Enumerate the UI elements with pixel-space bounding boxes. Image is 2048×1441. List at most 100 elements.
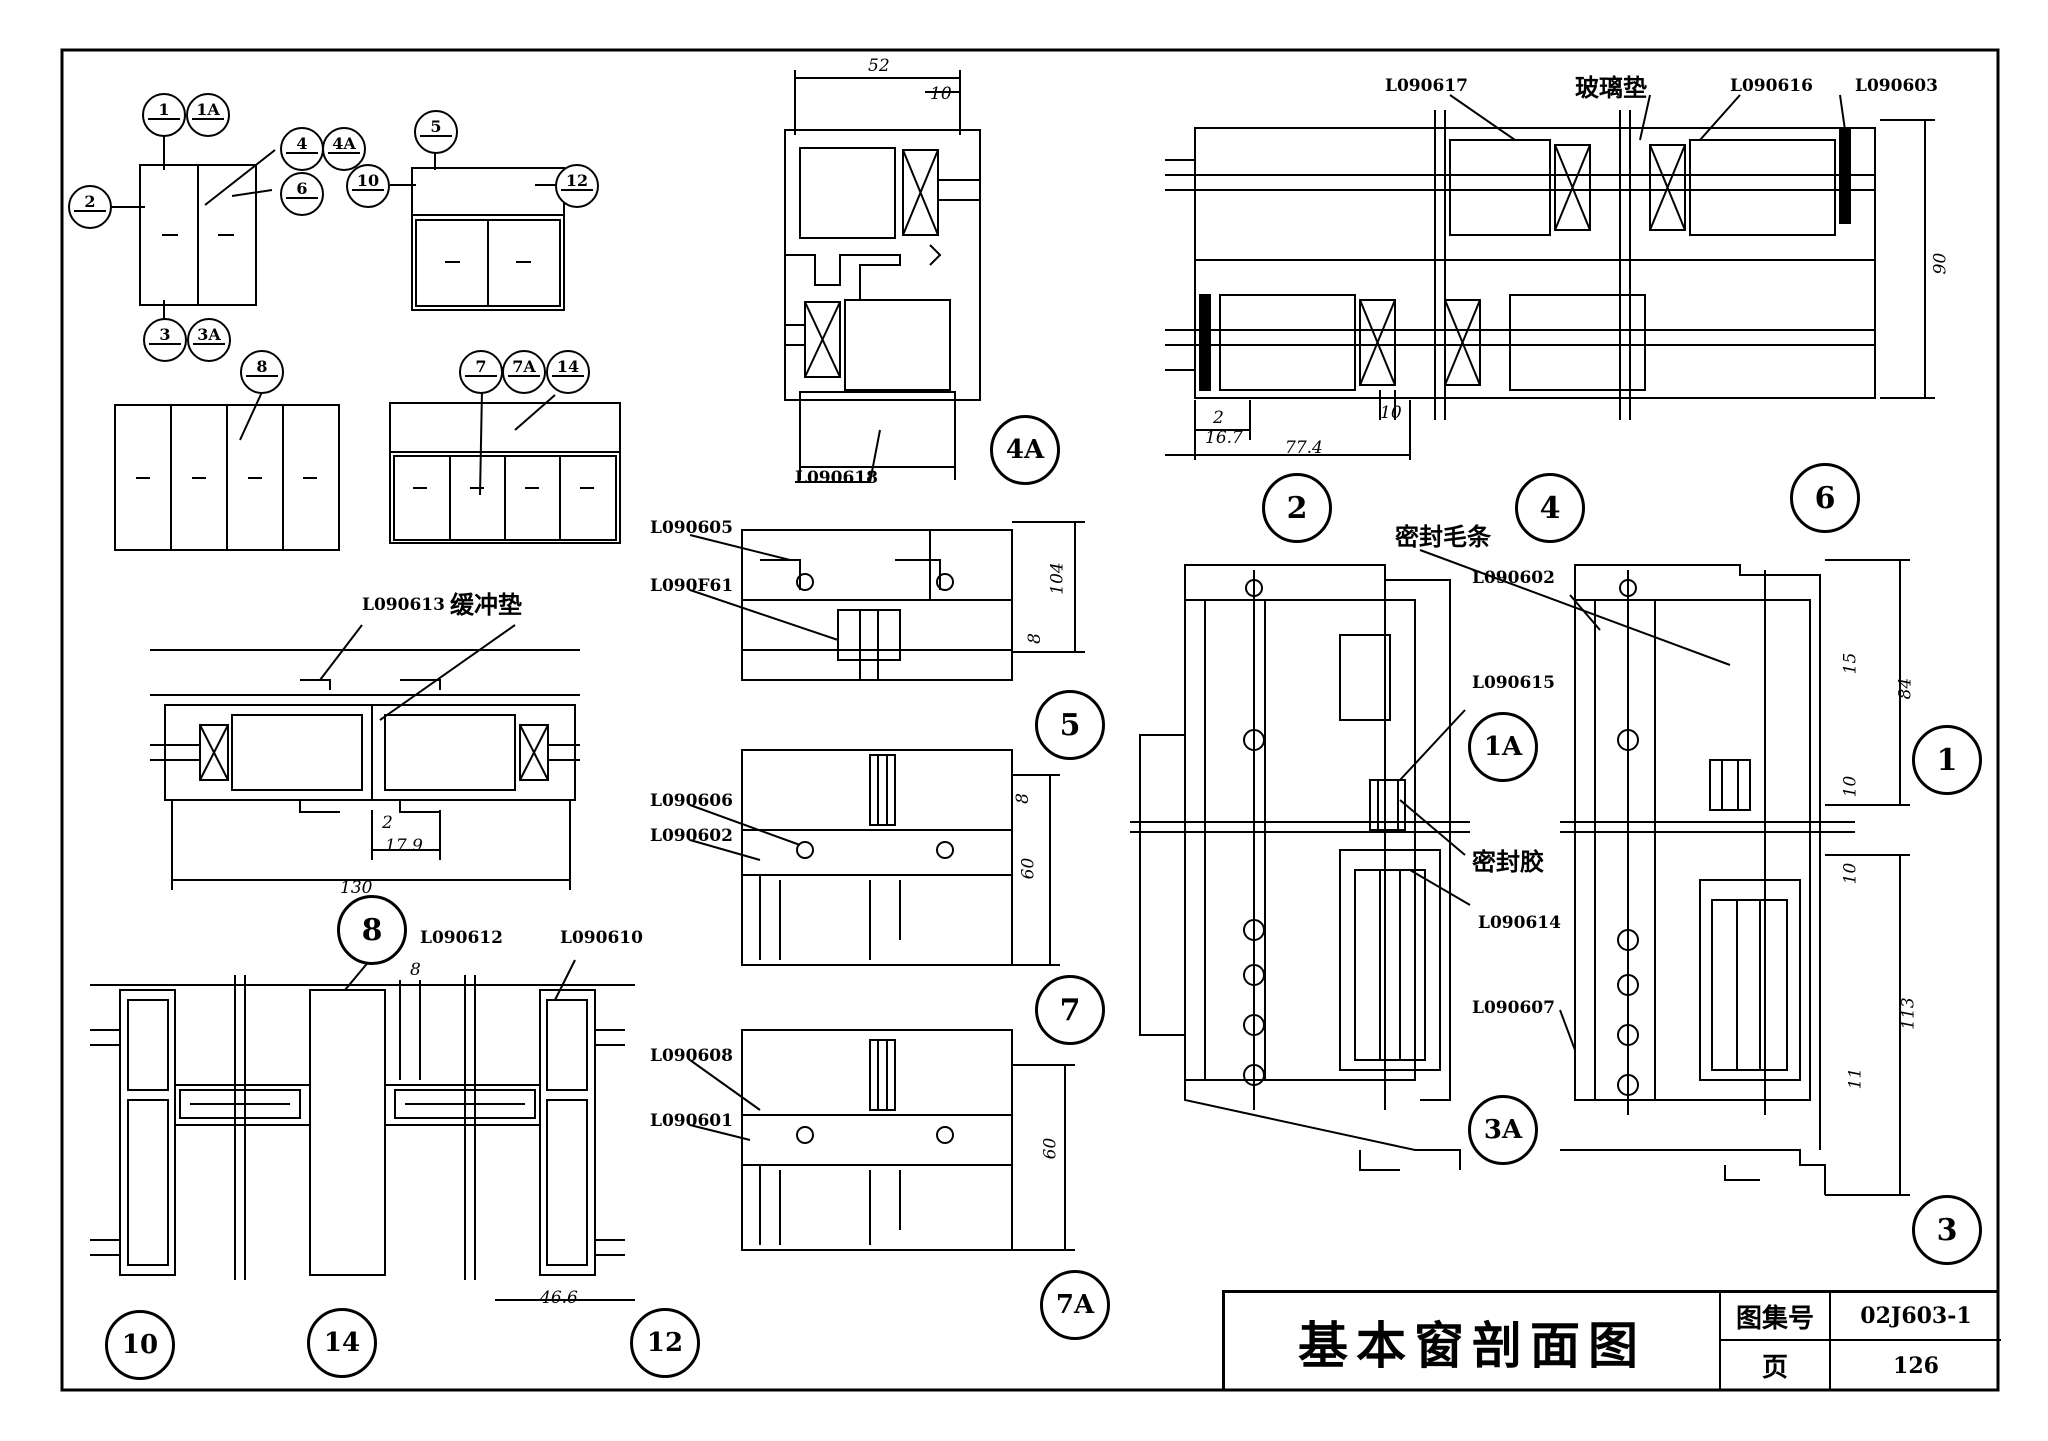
section-5-drawing [689,521,1085,681]
section-label-6: 6 [1790,463,1860,533]
section-label-8: 8 [337,895,407,965]
page-label: 页 [1719,1341,1829,1390]
section-7A-drawing [689,1029,1075,1251]
dim-8-c: 8 [410,960,421,980]
dim-84: 84 [1895,677,1916,700]
part-label-L090F61: L090F61 [650,576,734,596]
part-label-L090614: L090614 [1478,913,1561,933]
dim-60: 60 [1018,857,1039,880]
section-7-drawing [689,749,1060,966]
dim-52: 52 [868,56,890,76]
key-marker-2: 2 [68,185,112,229]
dim-77-4: 77.4 [1285,438,1323,458]
note-sealant: 密封胶 [1472,848,1544,876]
atlas-number-value: 02J603-1 [1829,1293,2001,1341]
part-label-L090613: L090613 [362,595,445,615]
section-label-5: 5 [1035,690,1105,760]
key-marker-2-text: 2 [84,191,96,211]
key-marker-8-text: 8 [256,356,268,376]
section-label-3: 3 [1912,1195,1982,1265]
part-label-L090606: L090606 [650,791,733,811]
dim-8-a: 8 [1024,633,1045,644]
dim-46-6: 46.6 [540,1288,578,1308]
dim-104: 104 [1047,562,1068,595]
section-1A-3A-drawing [1130,564,1471,1171]
key-marker-5: 5 [414,110,458,154]
key-marker-1A: 1A [186,93,230,137]
sheet-title: 基本窗剖面图 [1298,1316,1646,1375]
key-marker-7-text: 7 [475,356,487,376]
section-label-3A: 3A [1468,1095,1538,1165]
section-label-1A: 1A [1468,712,1538,782]
section-label-7A: 7A [1040,1270,1110,1340]
atlas-number-label: 图集号 [1719,1293,1829,1341]
key-marker-3A: 3A [187,318,231,362]
dim-60-b: 60 [1040,1137,1061,1160]
key-marker-14-text: 14 [556,356,580,376]
key-plan-elevations [108,135,621,551]
dim-16-7: 16.7 [1205,428,1243,448]
section-1-3-drawing [1419,549,1910,1196]
section-10-14-12-drawing [90,959,635,1301]
key-marker-8: 8 [240,350,284,394]
key-marker-12-text: 12 [565,170,589,190]
key-marker-7A: 7A [502,350,546,394]
dim-15: 15 [1840,652,1861,675]
section-label-14: 14 [307,1308,377,1378]
section-label-7: 7 [1035,975,1105,1045]
key-marker-10-text: 10 [356,170,380,190]
key-marker-6-text: 6 [296,178,308,198]
dim-11: 11 [1845,1067,1866,1090]
part-label-L090618: L090618 [795,468,878,488]
key-marker-3-text: 3 [159,324,171,344]
section-label-4: 4 [1515,473,1585,543]
key-marker-1-text: 1 [158,99,170,119]
part-label-L090612: L090612 [420,928,503,948]
key-marker-4A: 4A [322,127,366,171]
sheet-border [60,48,2000,1392]
key-marker-3: 3 [143,318,187,362]
title-block: 基本窗剖面图 图集号 02J603-1 页 126 [1222,1290,2001,1390]
part-label-L090605: L090605 [650,518,733,538]
dim-17-9: 17.9 [385,836,423,856]
page-number: 126 [1829,1341,2001,1390]
part-label-L090601: L090601 [650,1111,733,1131]
section-8-drawing [150,624,580,890]
key-marker-4-text: 4 [296,133,308,153]
part-label-L090607: L090607 [1472,998,1555,1018]
section-label-10: 10 [105,1310,175,1380]
key-marker-14: 14 [546,350,590,394]
key-marker-3A-text: 3A [197,324,221,344]
dim-130: 130 [340,878,373,898]
key-marker-12: 12 [555,164,599,208]
key-marker-4: 4 [280,127,324,171]
dim-10-d: 10 [1840,862,1861,885]
part-label-L090608: L090608 [650,1046,733,1066]
part-label-L090617: L090617 [1385,76,1468,96]
dim-2-b: 2 [1213,408,1224,428]
key-marker-10: 10 [346,164,390,208]
dim-113: 113 [1898,997,1919,1030]
dim-90: 90 [1930,252,1951,275]
note-seal-brush: 密封毛条 [1395,523,1491,551]
section-label-1: 1 [1912,725,1982,795]
section-4A-drawing [784,70,981,483]
dim-10-c: 10 [1840,775,1861,798]
dim-10-b: 10 [1380,403,1402,423]
key-marker-6: 6 [280,172,324,216]
key-marker-1A-text: 1A [196,99,220,119]
part-label-L090602-b: L090602 [1472,568,1555,588]
dim-8-b: 8 [1012,793,1033,804]
key-marker-7: 7 [459,350,503,394]
part-label-L090602-a: L090602 [650,826,733,846]
dim-10-a: 10 [930,84,952,104]
dim-2-a: 2 [382,813,393,833]
part-label-L090603: L090603 [1855,76,1938,96]
section-label-12: 12 [630,1308,700,1378]
part-label-L090615: L090615 [1472,673,1555,693]
section-label-2: 2 [1262,473,1332,543]
key-marker-4A-text: 4A [332,133,356,153]
part-label-L090616: L090616 [1730,76,1813,96]
note-glass-pad: 玻璃垫 [1575,74,1647,102]
